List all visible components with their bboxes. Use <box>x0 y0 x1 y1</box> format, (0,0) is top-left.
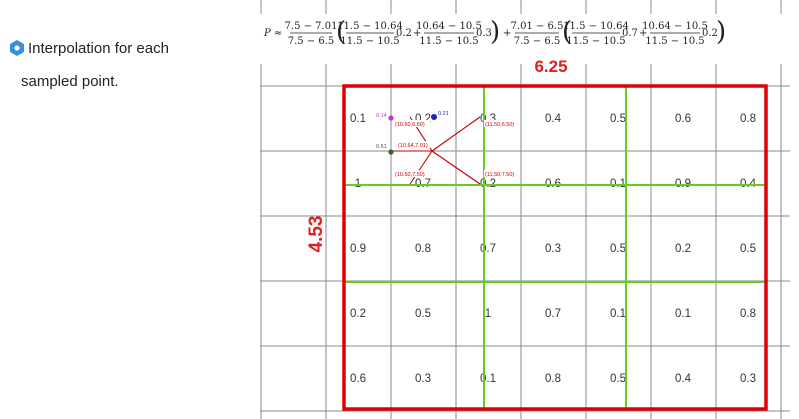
caption-line-1: Interpolation for each <box>8 38 248 58</box>
formula-d-val: 0.2 <box>702 28 718 39</box>
grid-cell-value: 0.2 <box>350 308 366 320</box>
point-value-label: 0.51 <box>376 144 387 150</box>
point-marker <box>388 149 394 155</box>
grid-cell-value: 0.4 <box>675 373 692 385</box>
grid-cell-value: 0.5 <box>415 308 431 320</box>
grid-cell-value: 0.5 <box>610 113 626 125</box>
height-dimension-label: 4.53 <box>306 216 327 253</box>
figure-canvas: P ≈ 7.5 − 7.01 7.5 − 6.5 ( 11.5 − 10.64 … <box>260 0 790 419</box>
grid-cell-value: 0.3 <box>415 373 431 385</box>
grid-cell-value: 0.6 <box>675 113 691 125</box>
grid-cell-value: 0.6 <box>350 373 366 385</box>
point-value-label: 0.14 <box>376 113 387 119</box>
grid-cell-value: 0.5 <box>610 373 626 385</box>
formula-c-num: 11.5 − 10.64 <box>563 21 629 32</box>
grid-cell-value: 1 <box>485 308 491 320</box>
point-value-label: 0.21 <box>438 111 449 117</box>
grid-cell-value: 0.1 <box>610 308 626 320</box>
grid-cell-value: 0.8 <box>545 373 561 385</box>
formula-a-den: 11.5 − 10.5 <box>340 36 399 47</box>
grid-cell-value: 0.7 <box>545 308 561 320</box>
sampled-region-outline <box>342 84 768 411</box>
formula-b-num: 10.64 − 10.5 <box>416 21 482 32</box>
formula-c-val: 0.7 <box>622 28 638 39</box>
grid-cell-value: 0.8 <box>740 113 756 125</box>
formula-background <box>260 14 790 64</box>
sampling-grid <box>345 87 765 408</box>
grid-cell-value: 0.8 <box>740 308 756 320</box>
caption: Interpolation for each sampled point. <box>8 38 248 92</box>
grid-cell-value: 0.8 <box>415 243 431 255</box>
formula-plus-2: + <box>503 28 511 39</box>
formula-b-val: 0.3 <box>476 28 492 39</box>
formula-t1-num: 7.5 − 7.01 <box>285 21 338 32</box>
formula-t1-den: 7.5 − 6.5 <box>288 36 335 47</box>
grid-cell-value: 0.2 <box>675 243 691 255</box>
formula-plus-1: + <box>413 28 421 39</box>
interpolation-formula: P ≈ 7.5 − 7.01 7.5 − 6.5 ( 11.5 − 10.64 … <box>263 17 726 47</box>
grid-cell-value: 0.3 <box>740 373 756 385</box>
formula-paren-open-1: ( <box>336 17 346 47</box>
grid-cell-value: 0.1 <box>350 113 366 125</box>
formula-t2-den: 7.5 − 6.5 <box>514 36 561 47</box>
grid-cell-values: 0.1 0.2 0.3 0.4 0.5 0.6 0.8 1 0.7 0.2 0.6 0.1 0.9 0.4… <box>350 113 757 385</box>
formula-b-den: 11.5 − 10.5 <box>419 36 478 47</box>
formula-plus-3: + <box>639 28 647 39</box>
sampled-points: 0.14 0.21 0.51 <box>376 111 449 155</box>
hexagon-dot-icon <box>10 40 24 56</box>
width-dimension-label: 6.25 <box>534 57 567 76</box>
grid-cell-value: 0.7 <box>480 243 496 255</box>
coord-label: (10.50,7.50) <box>395 172 425 178</box>
grid-cell-value: 0.9 <box>350 243 366 255</box>
coord-label: (10.64,7.01) <box>398 143 428 149</box>
grid-cell-value: 0.5 <box>610 243 626 255</box>
grid-cell-value: 0.3 <box>545 243 561 255</box>
caption-text-1: Interpolation for each <box>28 39 169 57</box>
formula-d-num: 10.64 − 10.5 <box>642 21 708 32</box>
formula-c-den: 11.5 − 10.5 <box>566 36 625 47</box>
coord-label: (10.50,6.50) <box>395 122 425 128</box>
caption-text-2: sampled point. <box>21 73 119 90</box>
grid-cell-value: 0.1 <box>480 373 496 385</box>
coordinate-labels: (10.50,6.50) (11.50,6.50) (10.64,7.01) (… <box>394 120 520 178</box>
formula-paren-close-2: ) <box>716 17 726 47</box>
formula-d-den: 11.5 − 10.5 <box>645 36 704 47</box>
point-marker <box>388 115 394 121</box>
formula-paren-open-2: ( <box>562 17 572 47</box>
grid-cell-value: 0.5 <box>740 243 756 255</box>
grid-cell-value: 0.1 <box>675 308 691 320</box>
formula-paren-close-1: ) <box>490 17 500 47</box>
grid-cell-value: 0.4 <box>545 113 562 125</box>
interpolation-figure: P ≈ 7.5 − 7.01 7.5 − 6.5 ( 11.5 − 10.64 … <box>260 0 790 419</box>
formula-t2-num: 7.01 − 6.5 <box>511 21 564 32</box>
formula-a-val: 0.2 <box>396 28 412 39</box>
formula-prefix: P ≈ <box>263 28 282 39</box>
coord-label: (11.50,7.50) <box>485 172 514 178</box>
coord-label: (11.50,6.50) <box>485 122 514 128</box>
point-marker <box>431 114 437 120</box>
formula-a-num: 11.5 − 10.64 <box>337 21 403 32</box>
